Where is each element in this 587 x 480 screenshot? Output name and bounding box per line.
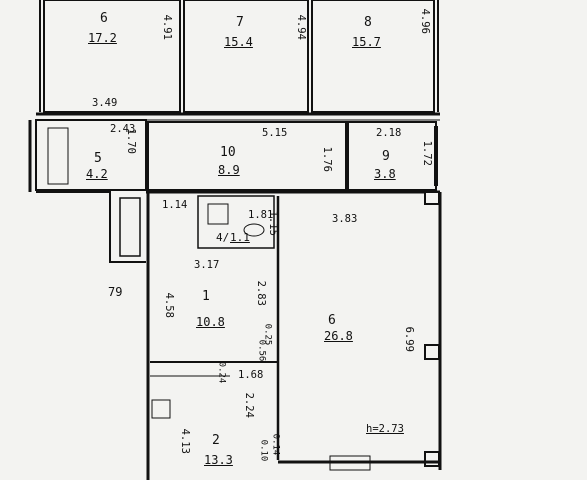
dim-056: 0.56: [256, 339, 267, 362]
dim-496: 4.96: [418, 8, 431, 34]
dim-010: 0.10: [258, 439, 269, 462]
column-1: [424, 191, 440, 205]
stair-wall: [36, 191, 146, 263]
room-5-number: 5: [94, 151, 102, 166]
room-1-area: 10.8: [196, 315, 225, 329]
door-bottom: [329, 455, 371, 471]
wc-sink: [207, 203, 229, 225]
dim-218: 2.18: [376, 127, 402, 139]
dim-224: 2.24: [242, 392, 255, 418]
wc-toilet: [243, 223, 265, 237]
room-10-number: 10: [220, 145, 236, 160]
dim-172: 1.72: [420, 140, 433, 166]
room-6-number: 6: [100, 11, 108, 26]
dim-243: 2.43: [110, 123, 136, 135]
dim-024: 0.24: [216, 361, 227, 384]
dim-349: 3.49: [92, 97, 118, 109]
dim-115: 1.15: [266, 210, 279, 236]
room-2-number: 2: [212, 433, 220, 448]
room-2-area: 13.3: [204, 453, 233, 467]
room-6-outline: [43, 0, 181, 113]
dim-114: 1.14: [162, 199, 188, 211]
room-4-number: 4/: [216, 231, 230, 244]
room-6-area: 17.2: [88, 31, 117, 45]
dim-413: 4.13: [178, 428, 191, 454]
room-6b-number: 6: [328, 313, 336, 328]
room-9-number: 9: [382, 149, 390, 164]
room-8-area: 15.7: [352, 35, 381, 49]
stair-box: [119, 197, 141, 257]
bath-fixture: [47, 127, 69, 185]
dim-181: 1.81: [248, 209, 274, 221]
room-8-number: 8: [364, 15, 372, 30]
dim-515: 5.15: [262, 127, 288, 139]
dim-491: 4.91: [160, 14, 173, 40]
room-5-outline: [35, 119, 147, 191]
room-1-number: 1: [202, 289, 210, 304]
room-7-outline: [183, 0, 309, 113]
room-7-area: 15.4: [224, 35, 253, 49]
room-4-area: 1.1: [230, 231, 250, 244]
column-2: [424, 344, 440, 360]
dim-014: 0.14: [270, 433, 281, 456]
lower-left-fixture: [151, 399, 171, 419]
room-10-outline: [147, 121, 347, 191]
dim-458: 4.58: [162, 292, 175, 318]
room-4-outline: [197, 195, 275, 249]
column-3: [424, 451, 440, 467]
room-5-area: 4.2: [86, 167, 108, 181]
room-9-area: 3.8: [374, 167, 396, 181]
dim-170: 1.70: [124, 128, 137, 154]
room-8-outline: [311, 0, 435, 113]
dim-317: 3.17: [194, 259, 220, 271]
dim-79: 79: [108, 285, 123, 299]
dim-494: 4.94: [294, 14, 307, 40]
dim-168: 1.68: [238, 369, 264, 381]
room-6b-area: 26.8: [324, 329, 353, 343]
dim-176: 1.76: [320, 146, 333, 172]
room-7-number: 7: [236, 15, 244, 30]
dim-383: 3.83: [332, 213, 358, 225]
dim-699: 6.99: [402, 326, 415, 352]
room-10-area: 8.9: [218, 163, 240, 177]
dim-283: 2.83: [254, 280, 267, 306]
height-label: h=2.73: [366, 423, 404, 435]
